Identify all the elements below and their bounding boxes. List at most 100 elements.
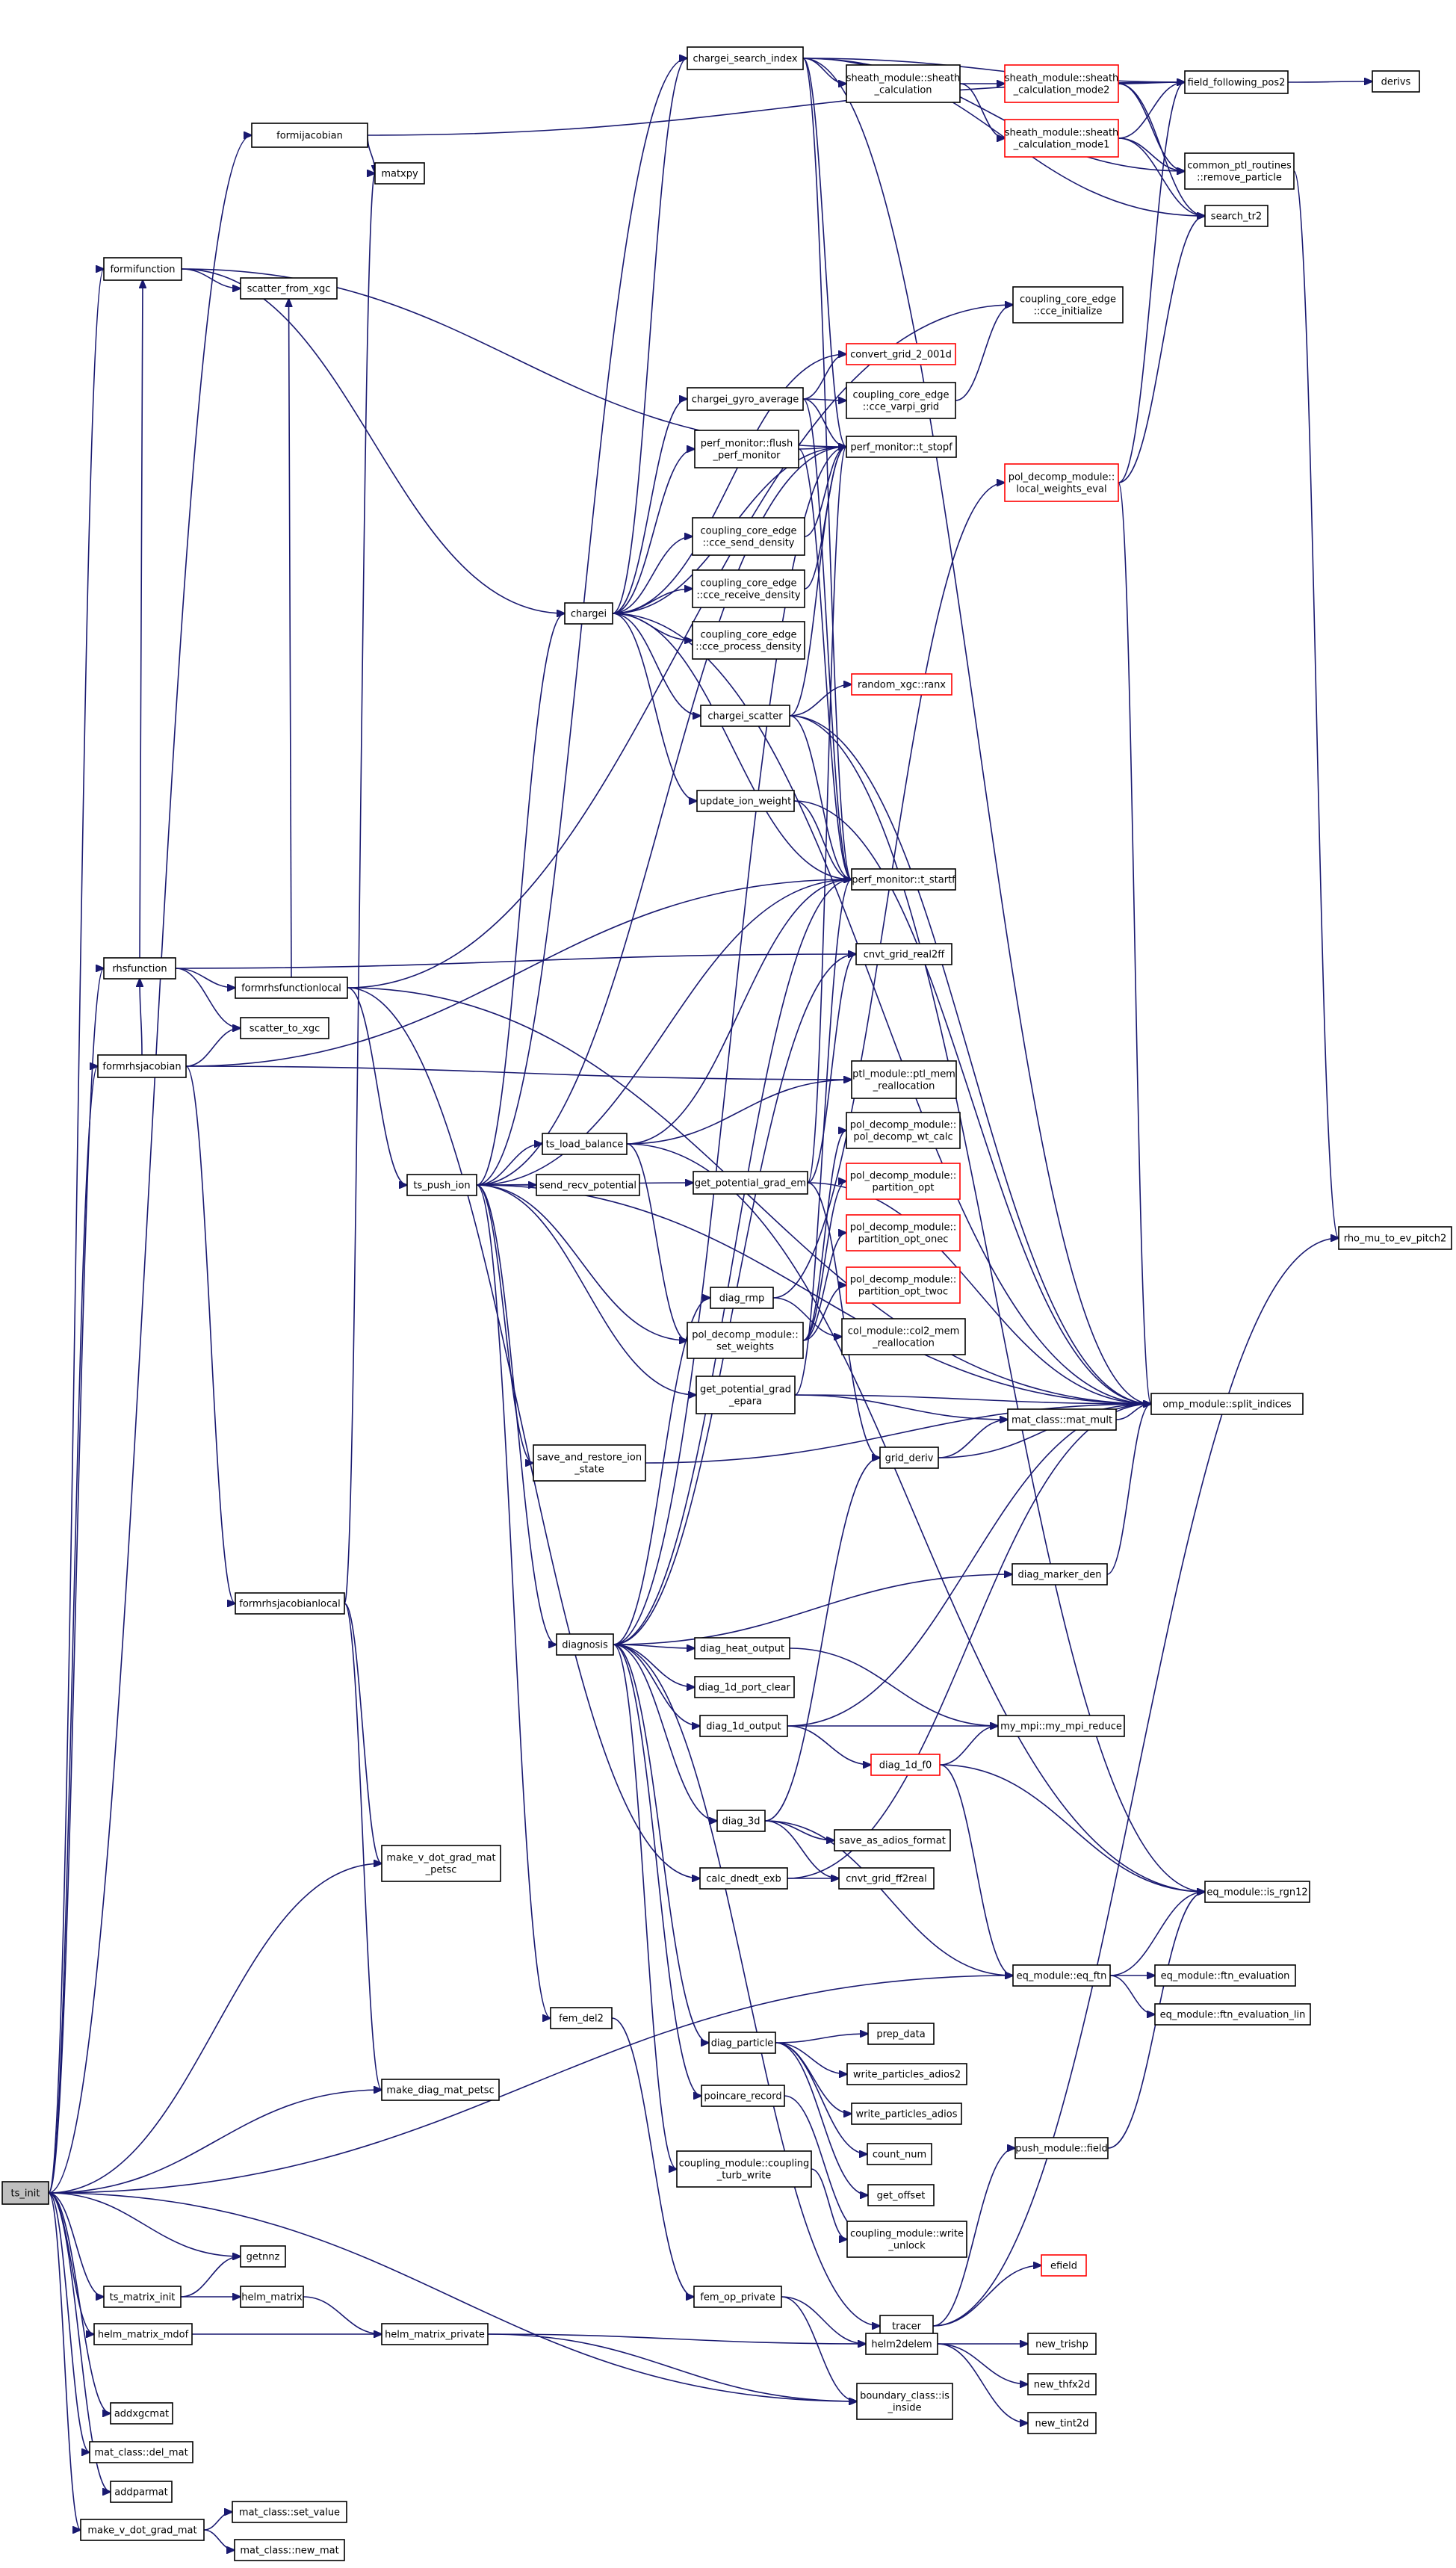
node-formrhsfunctionlocal[interactable]: formrhsfunctionlocal: [235, 977, 348, 999]
node-remove-particle[interactable]: common_ptl_routines::remove_particle: [1184, 152, 1295, 190]
node-write-particles-adios[interactable]: write_particles_adios: [851, 2103, 962, 2125]
node-write-unlock[interactable]: coupling_module::write_unlock: [846, 2221, 967, 2258]
node-make-diag-mat-petsc[interactable]: make_diag_mat_petsc: [381, 2079, 500, 2101]
node-sheath-calculation[interactable]: sheath_module::sheath_calculation: [846, 64, 961, 103]
node-eq-ftn[interactable]: eq_module::eq_ftn: [1012, 1964, 1111, 1987]
node-boundary-is-inside[interactable]: boundary_class::is_inside: [856, 2383, 953, 2420]
node-formrhsjacobian[interactable]: formrhsjacobian: [97, 1054, 187, 1078]
node-helm2delem[interactable]: helm2delem: [865, 2333, 938, 2355]
node-diag-1d-f0[interactable]: diag_1d_f0: [870, 1754, 941, 1776]
node-addxgcmat[interactable]: addxgcmat: [110, 2402, 173, 2425]
node-helm-matrix-private[interactable]: helm_matrix_private: [381, 2323, 489, 2345]
node-chargei-gyro-average[interactable]: chargei_gyro_average: [687, 387, 804, 411]
node-rho-mu-to-ev-pitch2[interactable]: rho_mu_to_ev_pitch2: [1338, 1226, 1452, 1250]
node-is-rgn12[interactable]: eq_module::is_rgn12: [1204, 1881, 1310, 1903]
node-ts-load-balance[interactable]: ts_load_balance: [542, 1133, 628, 1155]
node-diag-marker-den[interactable]: diag_marker_den: [1012, 1563, 1108, 1585]
node-ts-init[interactable]: ts_init: [1, 2181, 49, 2205]
node-chargei-scatter[interactable]: chargei_scatter: [700, 705, 790, 727]
node-partition-opt-onec[interactable]: pol_decomp_module::partition_opt_onec: [846, 1214, 961, 1251]
node-cce-process-density[interactable]: coupling_core_edge::cce_process_density: [692, 621, 805, 660]
node-get-potential-grad-em[interactable]: get_potential_grad_em: [693, 1171, 808, 1195]
node-col-mem-reallocation[interactable]: col_module::col2_mem_reallocation: [841, 1318, 966, 1355]
edge-chargei_scatter-to-is_rgn12: [789, 715, 1205, 1892]
node-new-thfx2d[interactable]: new_thfx2d: [1027, 2373, 1097, 2395]
node-cnvt-grid-ff2real[interactable]: cnvt_grid_ff2real: [838, 1867, 935, 1890]
node-sheath-calculation-mode1[interactable]: sheath_module::sheath_calculation_mode1: [1004, 119, 1119, 158]
node-mat-mult[interactable]: mat_class::mat_mult: [1007, 1408, 1117, 1431]
node-make-v-dot-grad-mat-petsc[interactable]: make_v_dot_grad_mat_petsc: [381, 1845, 501, 1882]
node-diag-particle[interactable]: diag_particle: [708, 2032, 776, 2054]
node-cce-send-density[interactable]: coupling_core_edge::cce_send_density: [692, 517, 805, 556]
node-partition-opt[interactable]: pol_decomp_module::partition_opt: [846, 1163, 961, 1200]
node-poincare-record[interactable]: poincare_record: [701, 2085, 785, 2107]
node-new-tint2d[interactable]: new_tint2d: [1027, 2412, 1097, 2434]
node-get-offset[interactable]: get_offset: [867, 2184, 935, 2206]
node-write-particles-adios2[interactable]: write_particles_adios2: [846, 2063, 967, 2085]
node-diag-heat-output[interactable]: diag_heat_output: [694, 1637, 790, 1659]
node-helm-matrix-mdof[interactable]: helm_matrix_mdof: [93, 2323, 193, 2345]
node-split-indices[interactable]: omp_module::split_indices: [1150, 1393, 1304, 1415]
node-calc-dnedt-exb[interactable]: calc_dnedt_exb: [699, 1867, 788, 1890]
node-flush-perf-monitor[interactable]: perf_monitor::flush_perf_monitor: [694, 430, 799, 468]
node-field-following-pos2[interactable]: field_following_pos2: [1184, 70, 1289, 94]
node-ts-matrix-init[interactable]: ts_matrix_init: [103, 2286, 182, 2308]
node-partition-opt-twoc[interactable]: pol_decomp_module::partition_opt_twoc: [846, 1266, 961, 1304]
node-make-v-dot-grad-mat[interactable]: make_v_dot_grad_mat: [80, 2519, 205, 2541]
node-addparmat[interactable]: addparmat: [110, 2481, 173, 2503]
node-scatter-from-xgc[interactable]: scatter_from_xgc: [240, 277, 338, 300]
node-ranx[interactable]: random_xgc::ranx: [851, 673, 952, 696]
node-save-as-adios-format[interactable]: save_as_adios_format: [834, 1829, 951, 1851]
node-coupling-turb-write[interactable]: coupling_module::coupling_turb_write: [676, 2150, 812, 2188]
node-diag-1d-output[interactable]: diag_1d_output: [699, 1715, 788, 1737]
node-fem-del2[interactable]: fem_del2: [550, 2007, 613, 2029]
node-ftn-evaluation-lin[interactable]: eq_module::ftn_evaluation_lin: [1154, 2003, 1311, 2026]
node-diag-rmp[interactable]: diag_rmp: [710, 1287, 774, 1309]
node-chargei-search-index[interactable]: chargei_search_index: [687, 46, 804, 70]
node-derivs[interactable]: derivs: [1372, 70, 1420, 93]
node-ftn-evaluation[interactable]: eq_module::ftn_evaluation: [1154, 1964, 1296, 1987]
node-send-recv-potential[interactable]: send_recv_potential: [536, 1174, 640, 1196]
node-sheath-calculation-mode2[interactable]: sheath_module::sheath_calculation_mode2: [1004, 64, 1119, 103]
node-convert-grid-2-001d[interactable]: convert_grid_2_001d: [846, 343, 956, 365]
node-matxpy[interactable]: matxpy: [374, 162, 425, 185]
node-grid-deriv[interactable]: grid_deriv: [879, 1447, 939, 1469]
node-get-potential-grad-epara[interactable]: get_potential_grad_epara: [696, 1376, 796, 1414]
node-ptl-mem-reallocation[interactable]: ptl_module::ptl_mem_reallocation: [851, 1060, 957, 1099]
node-formifunction[interactable]: formifunction: [103, 257, 182, 281]
node-save-and-restore-ion-state[interactable]: save_and_restore_ion_state: [533, 1444, 646, 1482]
node-new-trishp[interactable]: new_trishp: [1027, 2333, 1097, 2355]
node-prep-data[interactable]: prep_data: [867, 2023, 935, 2045]
node-set-weights[interactable]: pol_decomp_module::set_weights: [687, 1322, 804, 1359]
node-rhsfunction[interactable]: rhsfunction: [103, 957, 176, 980]
node-t-stopf[interactable]: perf_monitor::t_stopf: [846, 436, 957, 458]
node-cce-initialize[interactable]: coupling_core_edge::cce_initialize: [1012, 286, 1124, 324]
node-formijacobian[interactable]: formijacobian: [251, 123, 368, 148]
node-box: [879, 1447, 939, 1469]
node-formrhsjacobianlocal[interactable]: formrhsjacobianlocal: [235, 1592, 345, 1615]
node-chargei[interactable]: chargei: [564, 602, 613, 625]
node-my-mpi-reduce[interactable]: my_mpi::my_mpi_reduce: [997, 1715, 1125, 1737]
node-t-startf[interactable]: perf_monitor::t_startf: [851, 868, 956, 891]
node-efield[interactable]: efield: [1041, 2254, 1087, 2277]
node-diag-1d-port-clear[interactable]: diag_1d_port_clear: [694, 1676, 795, 1698]
node-cce-varpi-grid[interactable]: coupling_core_edge::cce_varpi_grid: [846, 382, 956, 419]
node-mat-class-new-mat[interactable]: mat_class::new_mat: [234, 2539, 345, 2561]
node-local-weights-eval[interactable]: pol_decomp_module::local_weights_eval: [1004, 463, 1119, 502]
node-pol-decomp-wt-calc[interactable]: pol_decomp_module::pol_decomp_wt_calc: [846, 1112, 961, 1149]
node-push-field[interactable]: push_module::field: [1014, 2137, 1109, 2159]
node-ts-push-ion[interactable]: ts_push_ion: [406, 1174, 477, 1196]
node-helm-matrix[interactable]: helm_matrix: [240, 2286, 304, 2308]
node-scatter-to-xgc[interactable]: scatter_to_xgc: [240, 1017, 329, 1039]
node-diagnosis[interactable]: diagnosis: [556, 1633, 614, 1656]
node-diag-3d[interactable]: diag_3d: [716, 1810, 766, 1832]
node-cce-receive-density[interactable]: coupling_core_edge::cce_receive_density: [692, 569, 805, 608]
node-cnvt-grid-real2ff[interactable]: cnvt_grid_real2ff: [855, 943, 952, 965]
node-mat-class-del-mat[interactable]: mat_class::del_mat: [89, 2441, 193, 2463]
node-count-num[interactable]: count_num: [867, 2143, 932, 2165]
node-search-tr2[interactable]: search_tr2: [1204, 205, 1268, 227]
node-fem-op-private[interactable]: fem_op_private: [693, 2286, 782, 2308]
node-mat-class-set-value[interactable]: mat_class::set_value: [232, 2501, 347, 2523]
node-getnnz[interactable]: getnnz: [240, 2245, 286, 2268]
node-update-ion-weight[interactable]: update_ion_weight: [696, 790, 795, 812]
